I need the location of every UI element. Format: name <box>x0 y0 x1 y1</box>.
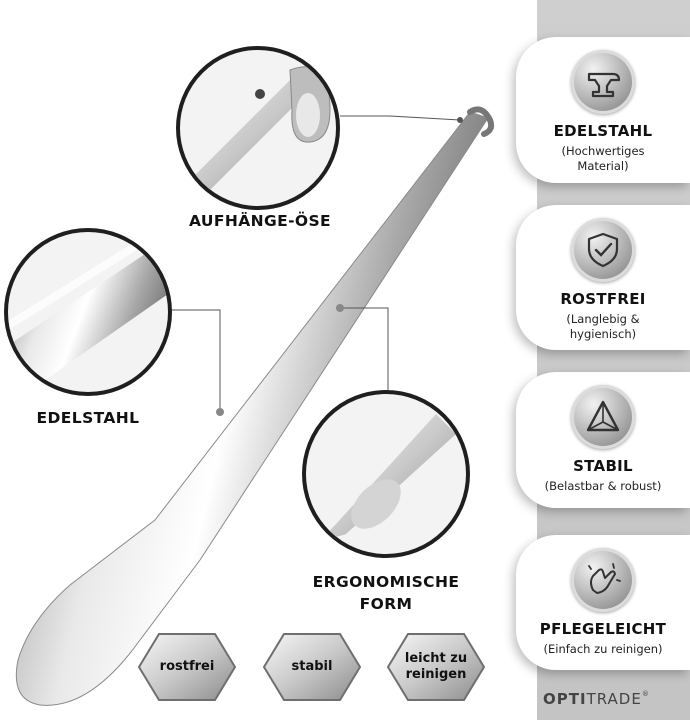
badge-label: leicht zu reinigen <box>386 632 486 702</box>
feature-subtitle: (Hochwertiges Material) <box>561 144 645 173</box>
badge-label-line1: rostfrei <box>159 659 215 674</box>
callout-label-form-line1: ERGONOMISCHE <box>312 573 460 591</box>
badge-leicht-zu-reinigen: leicht zu reinigen <box>386 632 486 702</box>
feature-title: ROSTFREI <box>560 290 646 308</box>
callout-label-form: ERGONOMISCHE FORM <box>296 571 476 615</box>
feature-subtitle: (Langlebig & hygienisch) <box>566 312 640 341</box>
anvil-icon <box>571 50 635 114</box>
badge-rostfrei: rostfrei <box>137 632 237 702</box>
triangle-icon <box>571 385 635 449</box>
badge-label-line2: reinigen <box>405 667 467 682</box>
feature-subtitle: (Einfach zu reinigen) <box>543 642 663 656</box>
feature-subtitle: (Belastbar & robust) <box>544 479 662 493</box>
brand-part1: OPTI <box>543 690 587 708</box>
zoom-circle-steel <box>4 228 172 396</box>
cleaning-hand-icon <box>571 548 635 612</box>
badge-label: stabil <box>262 632 362 702</box>
callout-label-form-line2: FORM <box>359 595 413 613</box>
brand-part2: TRADE <box>586 690 642 708</box>
badge-stabil: stabil <box>262 632 362 702</box>
brand-logo: OPTITRADE® <box>543 690 650 708</box>
callout-label-hook: AUFHÄNGE-ÖSE <box>188 212 332 230</box>
feature-title: EDELSTAHL <box>553 122 653 140</box>
feature-title: PFLEGELEICHT <box>539 620 667 638</box>
brand-trademark: ® <box>641 690 650 698</box>
zoom-circle-form <box>302 390 470 558</box>
badge-label-line1: leicht zu <box>404 651 468 666</box>
zoom-circle-hook <box>176 46 340 210</box>
feature-card-pflegeleicht: PFLEGELEICHT (Einfach zu reinigen) <box>516 535 690 670</box>
feature-card-rostfrei: ROSTFREI (Langlebig & hygienisch) <box>516 205 690 350</box>
feature-card-stabil: STABIL (Belastbar & robust) <box>516 372 690 508</box>
shield-check-icon <box>571 218 635 282</box>
feature-card-edelstahl: EDELSTAHL (Hochwertiges Material) <box>516 37 690 183</box>
badge-label: rostfrei <box>137 632 237 702</box>
feature-title: STABIL <box>573 457 633 475</box>
callout-label-steel: EDELSTAHL <box>36 409 140 427</box>
badge-label-line1: stabil <box>291 659 333 674</box>
